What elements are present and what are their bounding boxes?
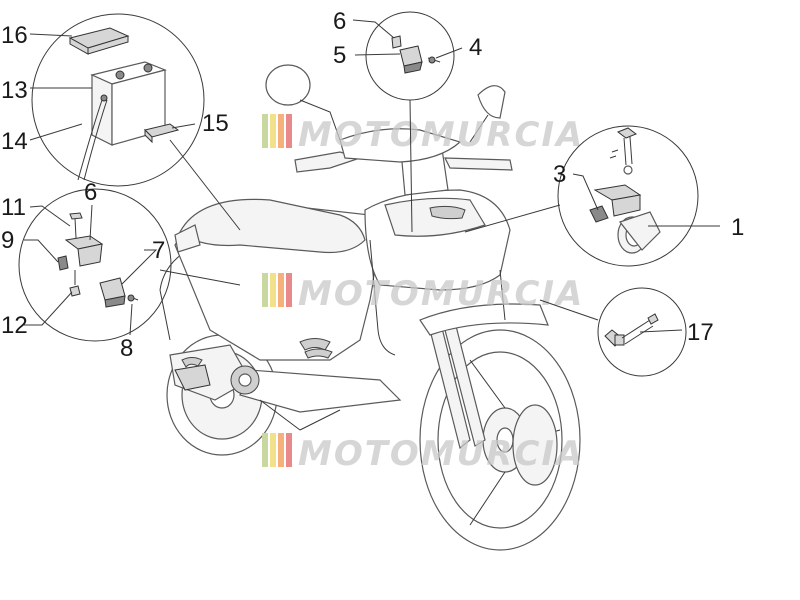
callout-6-left: 6 bbox=[84, 179, 97, 206]
watermark-text: MOTOMURCIA bbox=[298, 434, 584, 474]
horn-detail bbox=[464, 125, 720, 267]
callout-9: 9 bbox=[1, 227, 14, 254]
relay-detail-left bbox=[18, 188, 241, 342]
watermark-top: MOTOMURCIA bbox=[262, 114, 584, 155]
watermark-text: MOTOMURCIA bbox=[298, 274, 584, 314]
callout-3: 3 bbox=[553, 161, 566, 188]
scooter-illustration bbox=[159, 64, 581, 551]
callout-5: 5 bbox=[333, 42, 346, 69]
callout-1: 1 bbox=[731, 214, 744, 241]
callout-7: 7 bbox=[152, 237, 165, 264]
callout-17: 17 bbox=[687, 319, 714, 346]
callout-8: 8 bbox=[120, 335, 133, 362]
watermark-middle: MOTOMURCIA bbox=[262, 273, 584, 314]
callout-14: 14 bbox=[1, 128, 28, 155]
callout-13: 13 bbox=[1, 77, 28, 104]
callout-labels: 16 13 14 15 6 5 4 3 1 17 11 6 9 7 12 8 bbox=[1, 8, 744, 362]
callout-12: 12 bbox=[1, 312, 28, 339]
battery-detail bbox=[29, 13, 241, 231]
watermark-text: MOTOMURCIA bbox=[298, 115, 584, 155]
watermark-bottom: MOTOMURCIA bbox=[262, 433, 584, 474]
relay-detail-top bbox=[352, 11, 463, 233]
bolt-detail bbox=[539, 287, 687, 377]
callout-16: 16 bbox=[1, 22, 28, 49]
callout-6-top: 6 bbox=[333, 8, 346, 35]
callout-4: 4 bbox=[469, 34, 482, 61]
callout-15: 15 bbox=[202, 110, 229, 137]
callout-11: 11 bbox=[1, 194, 26, 221]
